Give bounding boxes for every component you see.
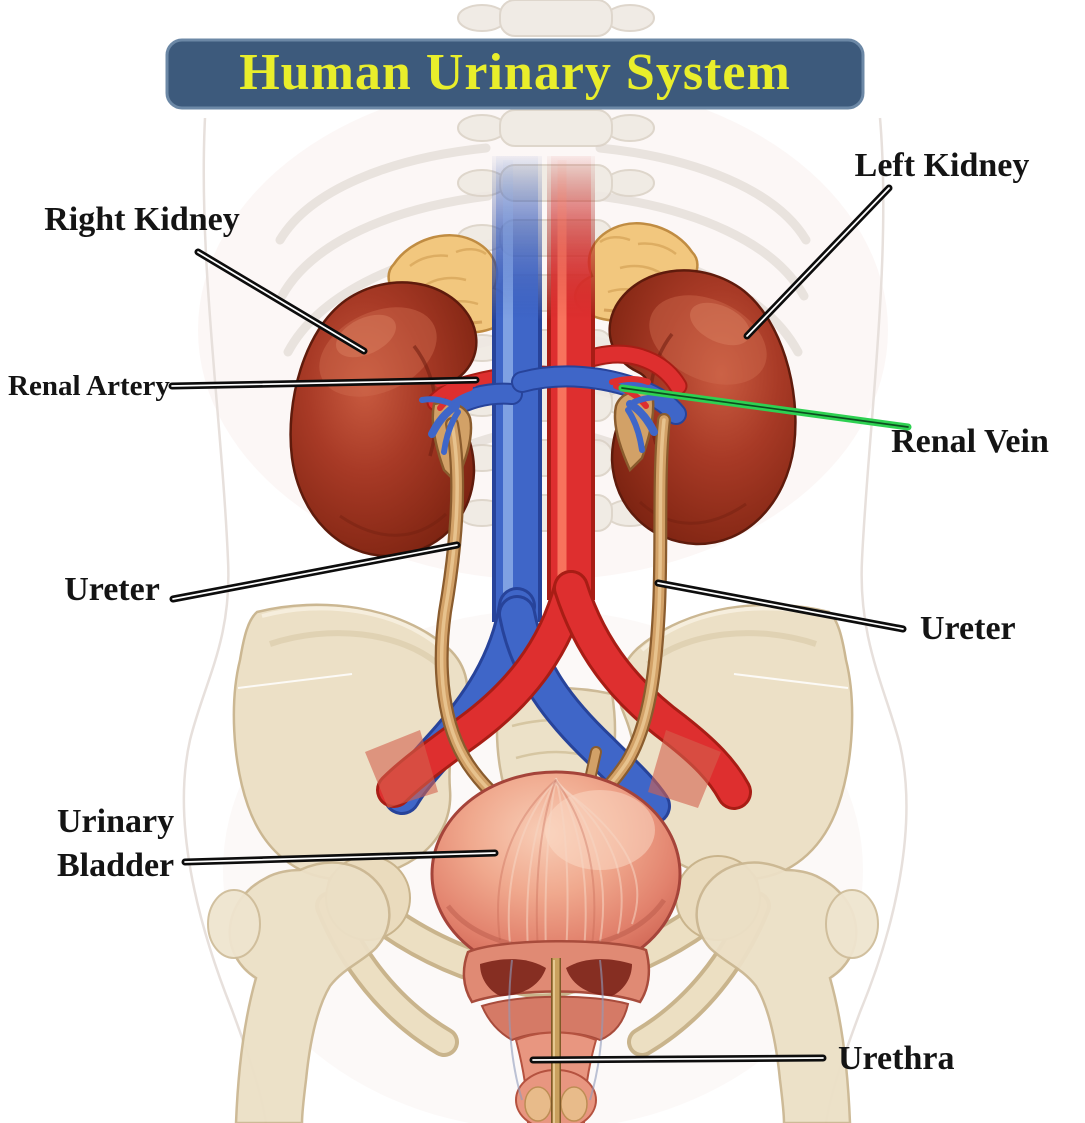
leader-left-kidney bbox=[743, 184, 893, 340]
label-ureter-left: Ureter bbox=[64, 571, 160, 608]
label-ureter-right: Ureter bbox=[920, 610, 1016, 647]
label-renal-vein: Renal Vein bbox=[891, 423, 1049, 460]
spine bbox=[457, 0, 655, 532]
label-left-kidney: Left Kidney bbox=[855, 147, 1030, 184]
title-banner: Human Urinary System bbox=[165, 38, 865, 110]
label-urethra: Urethra bbox=[838, 1040, 954, 1077]
leader-ureter-right bbox=[654, 579, 907, 633]
psoas-muscle-stubs bbox=[365, 730, 721, 808]
leader-ureter-left bbox=[169, 541, 461, 603]
kidney-shape bbox=[289, 281, 478, 558]
label-urinary-bladder-line2: Bladder bbox=[57, 847, 174, 884]
diagram-title: Human Urinary System bbox=[239, 44, 791, 101]
leader-renal-artery bbox=[168, 376, 480, 390]
kidney-right-with-adrenal bbox=[289, 234, 513, 558]
leader-renal-vein bbox=[618, 384, 912, 431]
label-right-kidney: Right Kidney bbox=[44, 201, 240, 238]
leader-right-kidney bbox=[194, 248, 368, 355]
label-urinary-bladder-line1: Urinary bbox=[57, 803, 174, 840]
urinary-bladder-shape bbox=[430, 770, 682, 978]
urethra-tube bbox=[551, 958, 561, 1123]
title-banner-bg bbox=[165, 38, 865, 110]
label-renal-artery: Renal Artery bbox=[8, 370, 170, 402]
leader-urinary-bladder bbox=[181, 849, 499, 866]
leader-urethra bbox=[529, 1054, 827, 1064]
